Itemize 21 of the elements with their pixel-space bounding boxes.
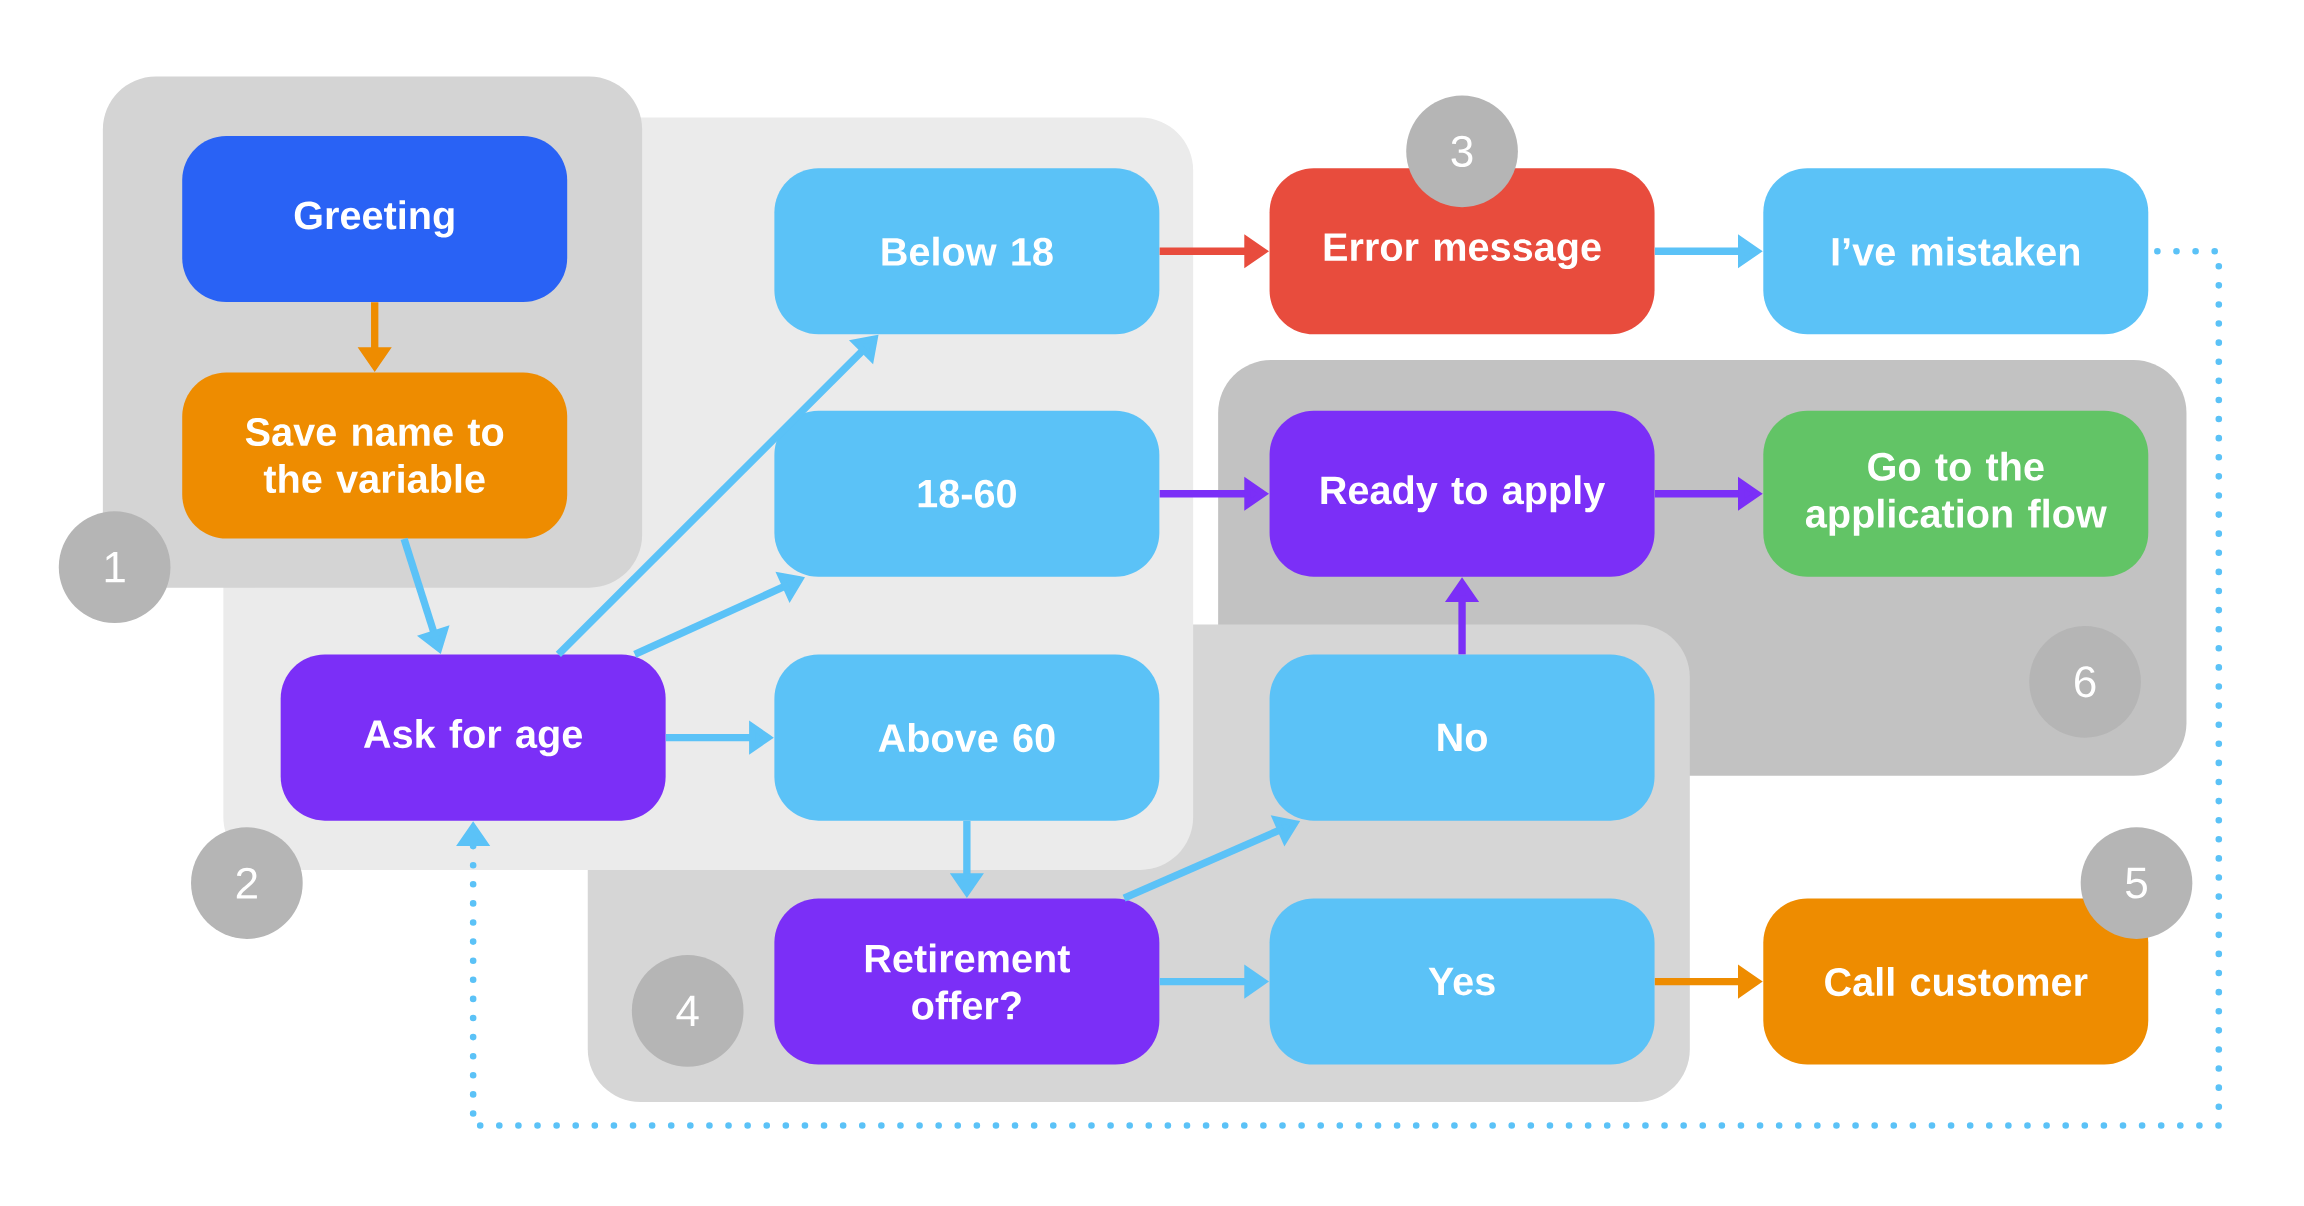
flow-box: Save name to the variable — [182, 372, 568, 539]
number-badge: 4 — [631, 954, 744, 1067]
flow-box: Retirement offer? — [774, 898, 1160, 1065]
number-badge: 3 — [1406, 95, 1518, 207]
number-badge: 5 — [2080, 827, 2193, 939]
flow-box: No — [1269, 654, 1655, 821]
flow-box: Call customer — [1763, 898, 2149, 1065]
arrow — [456, 247, 2223, 1129]
flow-box: Yes — [1269, 898, 1655, 1065]
number-badge: 6 — [2029, 625, 2141, 738]
flow-box: Greeting — [182, 135, 568, 302]
flow-box: I’ve mistaken — [1763, 168, 2149, 335]
number-badge: 1 — [58, 511, 171, 623]
number-badge: 2 — [191, 827, 303, 939]
flow-box: Ask for age — [280, 654, 666, 821]
flow-box: Error message — [1269, 168, 1655, 335]
flow-box: Go to the application flow — [1763, 410, 2149, 577]
flow-box: Below 18 — [774, 168, 1160, 335]
flow-box: Ready to apply — [1269, 410, 1655, 577]
flow-box: Above 60 — [774, 654, 1160, 821]
flow-box: 18-60 — [774, 410, 1160, 577]
